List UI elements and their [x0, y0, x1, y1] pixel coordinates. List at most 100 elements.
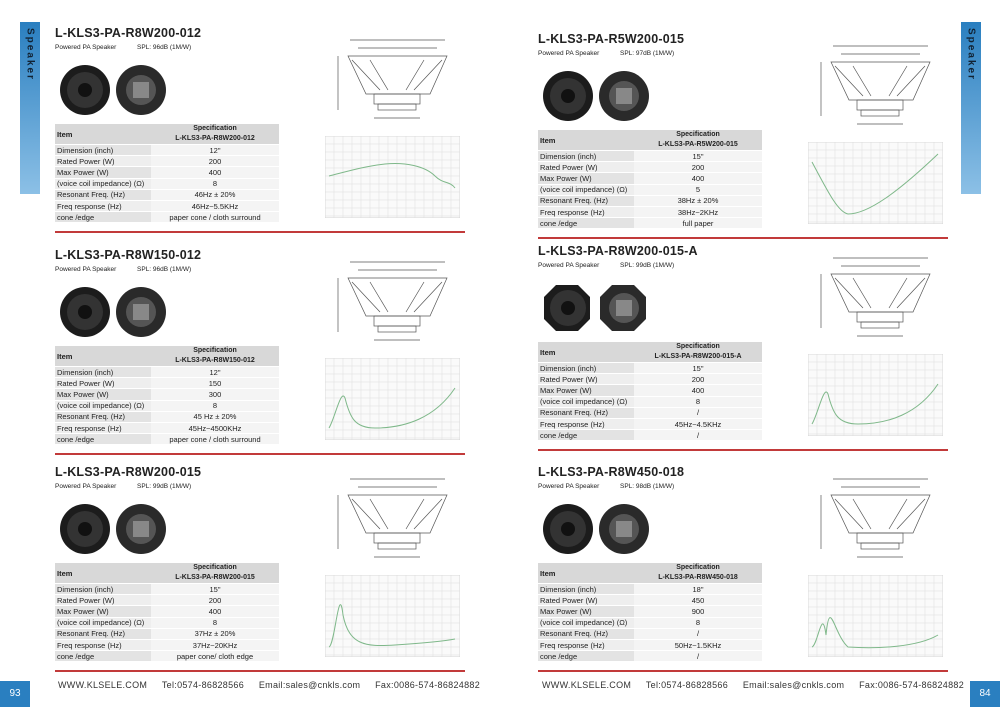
spec-key: Max Power (W) [538, 384, 634, 397]
spec-key: Resonant Freq. (Hz) [538, 628, 634, 640]
spec-value: 12" [151, 366, 279, 379]
spec-value: 38Hz ± 20% [634, 195, 762, 207]
item-header: Item [538, 130, 634, 151]
table-row: (voice coil impedance) (Ω)8 [55, 178, 279, 190]
item-header: Item [55, 563, 151, 584]
frequency-response-graph [807, 353, 944, 437]
spec-key: Freq response (Hz) [538, 639, 634, 652]
separator-line [55, 670, 465, 672]
spec-value: 8 [634, 396, 762, 408]
product-spl: SPL: 99dB (1M/W) [620, 262, 675, 269]
spec-key: Freq response (Hz) [55, 422, 151, 435]
spec-value: 150 [151, 377, 279, 390]
product-subtitle: Powered PA Speaker [538, 262, 600, 269]
item-header: Item [538, 563, 634, 584]
speaker-photo [57, 282, 172, 342]
item-header: Item [55, 124, 151, 145]
footer-tel: Tel:0574-86828566 [161, 680, 245, 690]
product-subtitle: Powered PA Speaker [55, 266, 117, 273]
product-spl: SPL: 98dB (1M/W) [620, 483, 675, 490]
table-row: Max Power (W)400 [538, 172, 762, 185]
table-row: Dimension (inch)12" [55, 366, 279, 379]
item-header: Item [55, 346, 151, 367]
table-row: (voice coil impedance) (Ω)8 [55, 400, 279, 412]
spec-value: 300 [151, 388, 279, 401]
footer-email[interactable]: Email:sales@cnkls.com [742, 680, 845, 690]
spec-value: 46Hz ± 20% [151, 189, 279, 201]
product-title: L-KLS3-PA-R8W200-012 [55, 26, 202, 40]
table-row: Max Power (W)900 [538, 605, 762, 618]
spec-value: 37Hz ± 20% [151, 628, 279, 640]
spec-value: 8 [151, 178, 279, 190]
footer-email[interactable]: Email:sales@cnkls.com [258, 680, 361, 690]
spec-value: 200 [151, 155, 279, 168]
spec-value: 45Hz~4500KHz [151, 422, 279, 435]
spec-value: 200 [634, 373, 762, 386]
frequency-response-graph [807, 574, 944, 658]
table-row: Freq response (Hz)45Hz~4.5KHz [538, 418, 762, 431]
spec-value: paper cone / cloth surround [151, 211, 279, 224]
spec-key: Max Power (W) [55, 388, 151, 401]
spec-value: 450 [634, 594, 762, 607]
footer-left: WWW.KLSELE.COM Tel:0574-86828566 Email:s… [58, 680, 492, 690]
spec-key: Max Power (W) [55, 605, 151, 618]
spec-value: 15" [634, 362, 762, 375]
product-title: L-KLS3-PA-R8W200-015 [55, 465, 202, 479]
spec-value: 400 [151, 605, 279, 618]
spec-key: Dimension (inch) [55, 366, 151, 379]
item-header: Item [538, 342, 634, 363]
product-spl: SPL: 96dB (1M/W) [137, 266, 192, 273]
footer-website[interactable]: WWW.KLSELE.COM [542, 680, 632, 690]
spec-key: Rated Power (W) [538, 373, 634, 386]
dimension-drawing [813, 38, 938, 133]
footer-website[interactable]: WWW.KLSELE.COM [58, 680, 148, 690]
separator-line [55, 231, 465, 233]
spec-value: 50Hz~1.5KHz [634, 639, 762, 652]
table-row: Dimension (inch)15" [538, 150, 762, 163]
spec-value: 200 [151, 594, 279, 607]
table-row: Rated Power (W)200 [538, 161, 762, 174]
speaker-photo [540, 278, 655, 338]
spec-value: 15" [634, 150, 762, 163]
side-tab-right: Speaker [961, 22, 981, 194]
side-tab-left: Speaker [20, 22, 40, 194]
spec-value: 18" [634, 583, 762, 596]
spec-value: 8 [151, 617, 279, 629]
spec-value: 37Hz~20KHz [151, 639, 279, 652]
table-row: Dimension (inch)18" [538, 583, 762, 596]
speaker-photo [540, 66, 655, 126]
spec-key: (voice coil impedance) (Ω) [538, 184, 634, 196]
table-row: Rated Power (W)200 [55, 594, 279, 607]
spec-key: (voice coil impedance) (Ω) [55, 617, 151, 629]
table-row: Resonant Freq. (Hz)46Hz ± 20% [55, 189, 279, 201]
table-row: Freq response (Hz)50Hz~1.5KHz [538, 639, 762, 652]
spec-key: cone /edge [55, 650, 151, 663]
table-row: Freq response (Hz)37Hz~20KHz [55, 639, 279, 652]
spec-key: Max Power (W) [538, 605, 634, 618]
table-row: Freq response (Hz)38Hz~2KHz [538, 206, 762, 219]
table-row: (voice coil impedance) (Ω)8 [55, 617, 279, 629]
spec-key: Rated Power (W) [538, 594, 634, 607]
table-row: cone /edge/ [538, 429, 762, 442]
table-row: Resonant Freq. (Hz)37Hz ± 20% [55, 628, 279, 640]
spec-value: 400 [634, 172, 762, 185]
frequency-response-graph [324, 357, 461, 441]
table-row: Dimension (inch)15" [538, 362, 762, 375]
spec-value: 15" [151, 583, 279, 596]
spec-key: Freq response (Hz) [55, 639, 151, 652]
spec-key: Resonant Freq. (Hz) [55, 189, 151, 201]
